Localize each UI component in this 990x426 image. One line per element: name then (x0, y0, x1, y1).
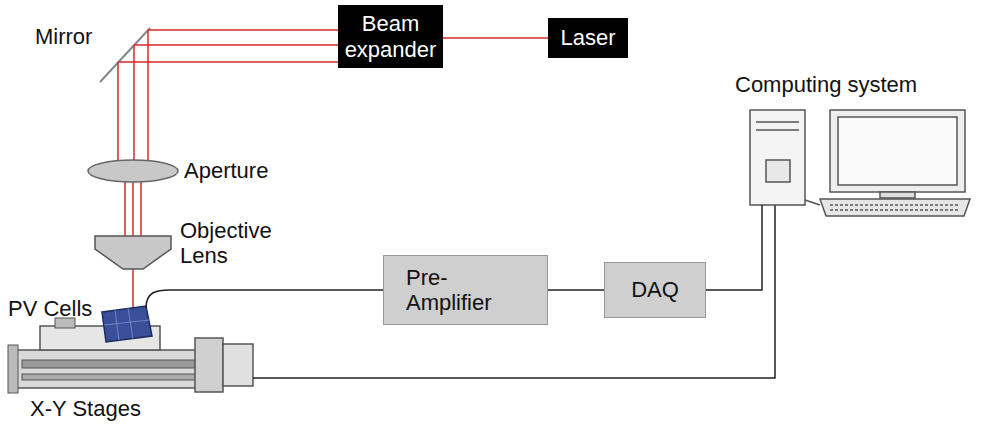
pv-label: PV Cells (8, 296, 92, 321)
box-text: Beam expander (342, 11, 439, 62)
mirror-label: Mirror (35, 24, 92, 49)
pv-cell (102, 306, 152, 342)
aperture-label: Aperture (184, 158, 268, 183)
stage-label: X-Y Stages (30, 396, 141, 421)
aperture (88, 160, 178, 182)
computer-icon (750, 110, 970, 216)
control-wire (253, 205, 775, 378)
signal-wire (146, 290, 383, 308)
mirror (100, 28, 150, 82)
box-text: DAQ (609, 277, 701, 302)
daq-box: DAQ (604, 262, 706, 318)
connector (443, 38, 548, 39)
beam-expander-box: Beam expander (338, 5, 443, 68)
computer-node: Computing system (735, 72, 985, 205)
box-text: Pre-Amplifier (406, 265, 514, 316)
box-text: Laser (552, 25, 624, 50)
objective-lens (95, 236, 171, 269)
lens-label: Objective Lens (180, 218, 280, 269)
pv-grid (104, 308, 149, 340)
connector (548, 290, 604, 291)
connector (706, 205, 762, 290)
box-text: Computing system (735, 72, 985, 97)
amplifier-box: Pre-Amplifier (383, 255, 548, 325)
laser-box: Laser (548, 18, 628, 58)
